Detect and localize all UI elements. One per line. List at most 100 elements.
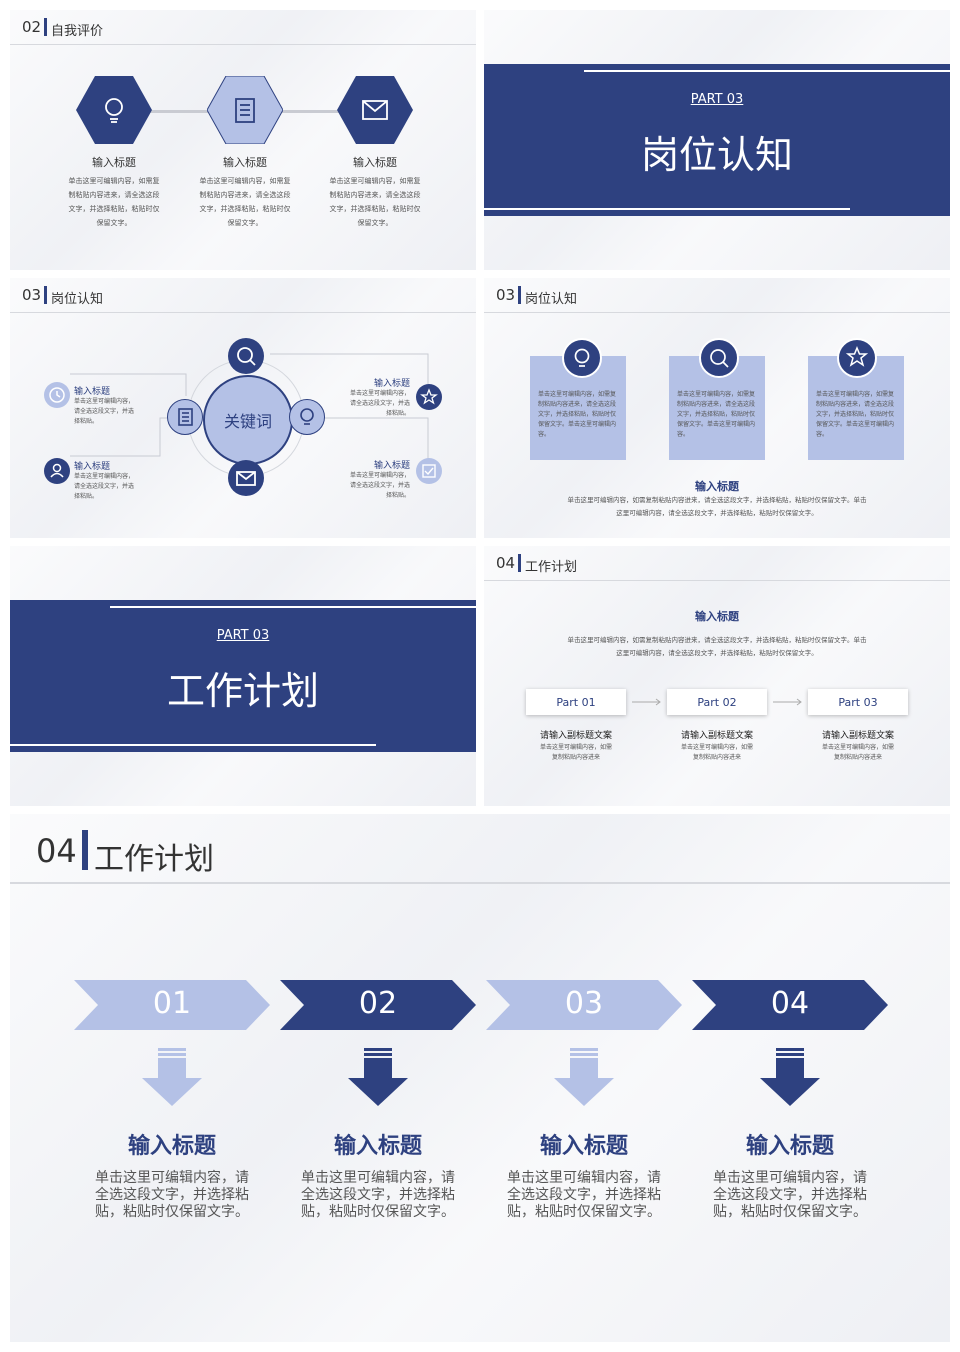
banner-bottom-line (10, 744, 376, 746)
clock-icon (49, 387, 65, 403)
header-bar (518, 554, 521, 572)
down-arrow-icon (760, 1048, 820, 1106)
slide-title: 岗位认知 (525, 292, 578, 307)
part-label-2: Part 02 (697, 696, 737, 709)
slide-work-plan-parts: 04 工作计划 输入标题 单击这里可编辑内容，如需复制粘贴内容进来，请全选这段文… (484, 546, 950, 806)
check-badge (416, 458, 442, 484)
item-text-2: 单击这里可编辑内容，如需复制粘贴内容进来，请全选这段文字，并选择粘贴，粘贴时仅保… (199, 177, 291, 227)
part-box-1 (526, 689, 626, 715)
slide-number: 04 (496, 554, 516, 572)
search-icon (237, 347, 256, 366)
lightbulb-icon (574, 348, 590, 367)
part-label: PART 03 (216, 628, 270, 643)
header-divider (484, 312, 950, 313)
card-2-text: 单击这里可编辑内容，如需复制粘贴内容进来，请全选这段文字，并选择粘贴，粘贴时仅保… (677, 391, 756, 438)
left-title-2: 输入标题 (74, 462, 111, 472)
left-title-1: 输入标题 (74, 387, 111, 397)
part-label-3: Part 03 (838, 696, 878, 709)
down-arrow-icon (142, 1048, 202, 1106)
card-2-badge (699, 338, 739, 378)
step-text-1: 单击这里可编辑内容，请全选这段文字，并选择粘贴，粘贴时仅保留文字。 (95, 1170, 249, 1220)
section-title: 工作计划 (166, 669, 319, 713)
item-title-1: 输入标题 (92, 156, 136, 169)
part-box-2 (667, 689, 767, 715)
item-text-3: 单击这里可编辑内容，如需复制粘贴内容进来，请全选这段文字，并选择粘贴，粘贴时仅保… (329, 177, 421, 227)
part-text-2: 单击这里可编辑内容，如需复制粘贴内容进来 (680, 744, 753, 761)
part-sub-3: 请输入副标题文案 (821, 731, 894, 741)
step-text-3: 单击这里可编辑内容，请全选这段文字，并选择粘贴，粘贴时仅保留文字。 (507, 1170, 661, 1220)
step-number-2: 02 (358, 986, 398, 1021)
item-title-2: 输入标题 (223, 156, 267, 169)
lightbulb-node (289, 399, 325, 435)
step-number-3: 03 (564, 986, 604, 1021)
header-divider (484, 580, 950, 581)
header-divider (10, 44, 476, 45)
star-badge (416, 384, 442, 410)
slide-title: 岗位认知 (51, 292, 104, 307)
section-banner (10, 600, 476, 752)
banner-top-line (110, 606, 476, 608)
slide-number: 03 (496, 286, 516, 304)
search-node (228, 338, 264, 374)
section-heading: 输入标题 (695, 610, 739, 623)
part-label-1: Part 01 (556, 696, 596, 709)
part-box-3 (808, 689, 908, 715)
lightbulb-icon (300, 408, 314, 425)
slide-self-evaluation: 02 自我评价 输入标题 输入标题 输入标题 单击这里可编辑内容，如需复制粘贴内… (10, 10, 476, 270)
part-sub-2: 请输入副标题文案 (680, 731, 753, 741)
section-banner (484, 64, 950, 216)
step-chevron-4 (692, 980, 888, 1030)
keyword-label: 关键词 (223, 412, 272, 431)
card-3-text: 单击这里可编辑内容，如需复制粘贴内容进来，请全选这段文字，并选择粘贴，粘贴时仅保… (816, 391, 895, 438)
step-title-3: 输入标题 (539, 1134, 628, 1159)
down-arrow-icon (348, 1048, 408, 1106)
lightbulb-icon (105, 98, 123, 123)
part-sub-1: 请输入副标题文案 (539, 731, 612, 741)
step-title-4: 输入标题 (745, 1134, 834, 1159)
user-icon (50, 463, 64, 478)
part-text-3: 单击这里可编辑内容，如需复制粘贴内容进来 (821, 744, 894, 761)
mail-node (228, 460, 264, 496)
step-text-2: 单击这里可编辑内容，请全选这段文字，并选择粘贴，粘贴时仅保留文字。 (301, 1170, 455, 1220)
document-node (167, 399, 203, 435)
header-divider (10, 312, 476, 313)
banner-bottom-line (484, 208, 850, 210)
down-arrow-icon (554, 1048, 614, 1106)
slide-number: 04 (36, 832, 77, 870)
left-text-1: 单击这里可编辑内容，请全选这段文字，并选择粘贴。 (74, 398, 135, 425)
step-chevron-3 (486, 980, 682, 1030)
section-paragraph: 单击这里可编辑内容，如需复制粘贴内容进来，请全选这段文字，并选择粘贴，粘贴时仅保… (567, 636, 867, 657)
step-text-4: 单击这里可编辑内容，请全选这段文字，并选择粘贴，粘贴时仅保留文字。 (713, 1170, 867, 1220)
step-chevron-1 (74, 980, 270, 1030)
step-title-1: 输入标题 (127, 1134, 216, 1159)
header-bar (44, 18, 47, 36)
slide-title: 自我评价 (51, 24, 104, 39)
envelope-icon (236, 471, 256, 486)
hexagon-3 (337, 76, 413, 144)
checkbox-icon (422, 464, 436, 478)
right-title-2: 输入标题 (373, 461, 410, 471)
step-number-1: 01 (152, 986, 192, 1021)
right-title-1: 输入标题 (373, 379, 410, 389)
slide-number: 03 (22, 286, 42, 304)
step-title-2: 输入标题 (333, 1134, 422, 1159)
hexagon-1 (76, 76, 152, 144)
slide-section-work-plan: PART 03 工作计划 (10, 546, 476, 806)
star-icon (420, 388, 438, 405)
item-text-1: 单击这里可编辑内容，如需复制粘贴内容进来，请全选这段文字，并选择粘贴，粘贴时仅保… (68, 177, 160, 227)
user-badge (44, 458, 70, 484)
envelope-icon (362, 100, 388, 120)
item-title-3: 输入标题 (353, 156, 397, 169)
step-chevron-2 (280, 980, 476, 1030)
slide-title: 工作计划 (94, 842, 214, 877)
part-arrows (632, 698, 802, 706)
document-icon (178, 408, 193, 426)
header-divider (10, 882, 950, 884)
banner-top-line (584, 70, 950, 72)
card-3-badge (837, 338, 877, 378)
section-heading: 输入标题 (695, 480, 739, 493)
header-bar (518, 286, 521, 304)
header-bar (82, 830, 88, 870)
star-icon (845, 346, 869, 367)
slide-section-part03: PART 03 岗位认知 (484, 10, 950, 270)
